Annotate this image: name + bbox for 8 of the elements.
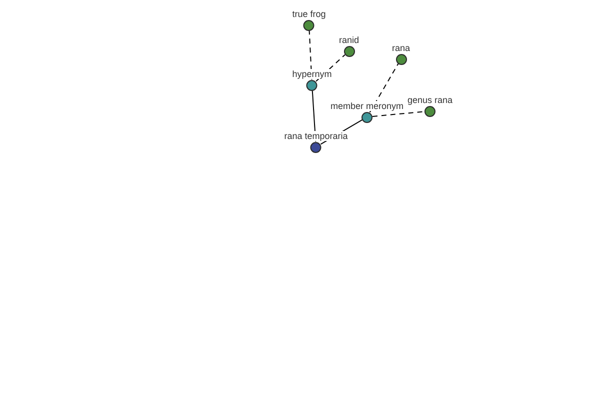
node-label: hypernym [291, 68, 333, 78]
dashed-connector [308, 30, 312, 80]
node-label: true frog [291, 8, 327, 18]
node-label: member meronym [330, 100, 404, 110]
node-label: ranid [338, 34, 360, 44]
dashed-connector [369, 63, 399, 113]
node-label: rana temporaria [283, 130, 349, 140]
dashed-connector [316, 54, 346, 82]
